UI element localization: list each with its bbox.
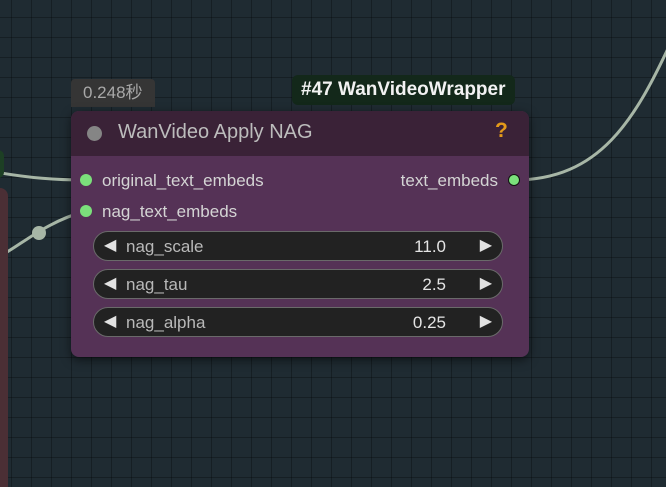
nag-alpha-value[interactable]: 0.25	[412, 313, 446, 332]
node-id-badge: #47 WanVideoWrapper	[292, 75, 515, 105]
decrement-arrow-icon[interactable]: ◀	[104, 275, 117, 292]
nag-tau-value[interactable]: 2.5	[422, 275, 446, 294]
input-label-original-text-embeds: original_text_embeds	[102, 171, 264, 190]
execution-time-badge: 0.248秒	[71, 79, 155, 107]
offscreen-node[interactable]	[0, 188, 8, 487]
node-title: WanVideo Apply NAG	[118, 121, 313, 143]
nag-scale-label: nag_scale	[126, 237, 204, 256]
nag-alpha-label: nag_alpha	[126, 313, 206, 332]
nag-scale-widget[interactable]: ◀ nag_scale 11.0 ▶	[93, 231, 503, 261]
link-text-embeds-output[interactable]	[513, 40, 666, 182]
output-slot-text-embeds[interactable]	[508, 174, 520, 186]
decrement-arrow-icon[interactable]: ◀	[104, 313, 117, 330]
input-label-nag-text-embeds: nag_text_embeds	[102, 202, 238, 221]
nag-tau-label: nag_tau	[126, 275, 188, 294]
nag-scale-value[interactable]: 11.0	[414, 237, 446, 256]
input-slot-nag-text-embeds[interactable]	[80, 205, 92, 217]
decrement-arrow-icon[interactable]: ◀	[104, 237, 117, 254]
increment-arrow-icon[interactable]: ▶	[479, 237, 492, 254]
help-icon[interactable]: ?	[495, 119, 508, 142]
node-title-bar[interactable]: WanVideo Apply NAG ?	[71, 111, 529, 156]
input-slot-original-text-embeds[interactable]	[80, 174, 92, 186]
collapse-toggle-icon[interactable]	[87, 126, 102, 141]
offscreen-node-header[interactable]	[0, 150, 4, 178]
increment-arrow-icon[interactable]: ▶	[479, 313, 492, 330]
nag-tau-widget[interactable]: ◀ nag_tau 2.5 ▶	[93, 269, 503, 299]
wanvideo-apply-nag-node[interactable]: WanVideo Apply NAG ? original_text_embed…	[71, 111, 529, 357]
increment-arrow-icon[interactable]: ▶	[479, 275, 492, 292]
nag-alpha-widget[interactable]: ◀ nag_alpha 0.25 ▶	[93, 307, 503, 337]
link-reroute-point[interactable]	[32, 226, 46, 240]
output-label-text-embeds: text_embeds	[400, 171, 498, 190]
